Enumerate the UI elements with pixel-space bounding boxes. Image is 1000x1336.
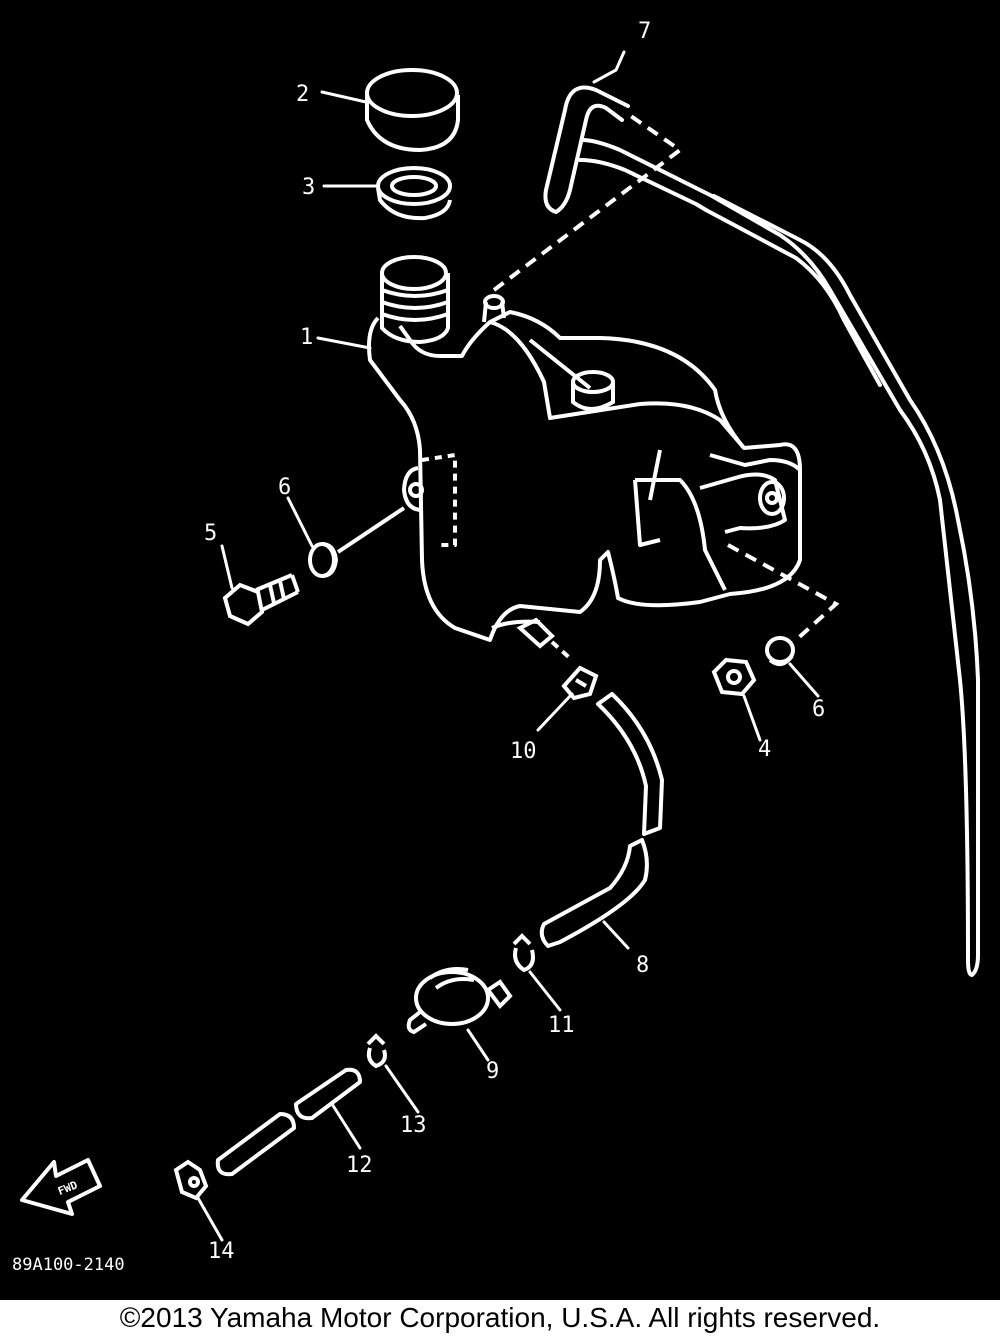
- copyright-notice: ©2013 Yamaha Motor Corporation, U.S.A. A…: [119, 1302, 881, 1333]
- callout-5: 5: [204, 521, 217, 546]
- breather-nipple: [482, 110, 684, 323]
- diagram-canvas: 2 3 1 7 5 6 4 6 10 8 11 9 13 12 14 FWD 8…: [0, 0, 1000, 1300]
- callout-7: 7: [638, 19, 651, 44]
- callout-11: 11: [548, 1013, 575, 1038]
- delivery-hose: [539, 692, 664, 948]
- filler-neck: [380, 255, 450, 345]
- callout-6-right: 6: [812, 697, 825, 722]
- tank-cap: [365, 68, 460, 153]
- nut: [711, 657, 757, 697]
- callout-8: 8: [636, 953, 649, 978]
- drawing-code: 89A100-2140: [12, 1255, 125, 1275]
- gasket: [376, 166, 452, 221]
- callout-12: 12: [346, 1153, 373, 1178]
- callout-1: 1: [300, 325, 313, 350]
- bolt: [222, 573, 300, 627]
- callout-9: 9: [486, 1059, 499, 1084]
- breather-hose: [543, 85, 980, 977]
- oil-filter: [406, 967, 513, 1035]
- level-plug: [571, 370, 615, 411]
- callout-14: 14: [208, 1239, 235, 1264]
- hose-clip-14: [173, 1159, 209, 1201]
- callout-2: 2: [296, 82, 309, 107]
- exploded-parts-diagram: 2 3 1 7 5 6 4 6 10 8 11 9 13 12 14 FWD 8…: [12, 19, 980, 1275]
- hose-clip-10: [561, 665, 599, 701]
- front-arrow-label: FWD: [56, 1178, 80, 1198]
- hose-clip-13: [366, 1033, 387, 1069]
- hose-clip-11: [512, 933, 535, 973]
- oil-tank: [367, 310, 802, 642]
- outlet-nipple: [516, 617, 574, 662]
- callout-3: 3: [302, 175, 315, 200]
- hose: [215, 1067, 362, 1177]
- callout-13: 13: [400, 1113, 427, 1138]
- callout-4: 4: [758, 737, 771, 762]
- callout-10: 10: [510, 739, 537, 764]
- leader-lines: [196, 50, 820, 1242]
- collar-right: [727, 543, 840, 667]
- collar-left: [308, 506, 406, 578]
- callout-6-left: 6: [278, 475, 291, 500]
- front-arrow-icon: FWD: [20, 1158, 102, 1216]
